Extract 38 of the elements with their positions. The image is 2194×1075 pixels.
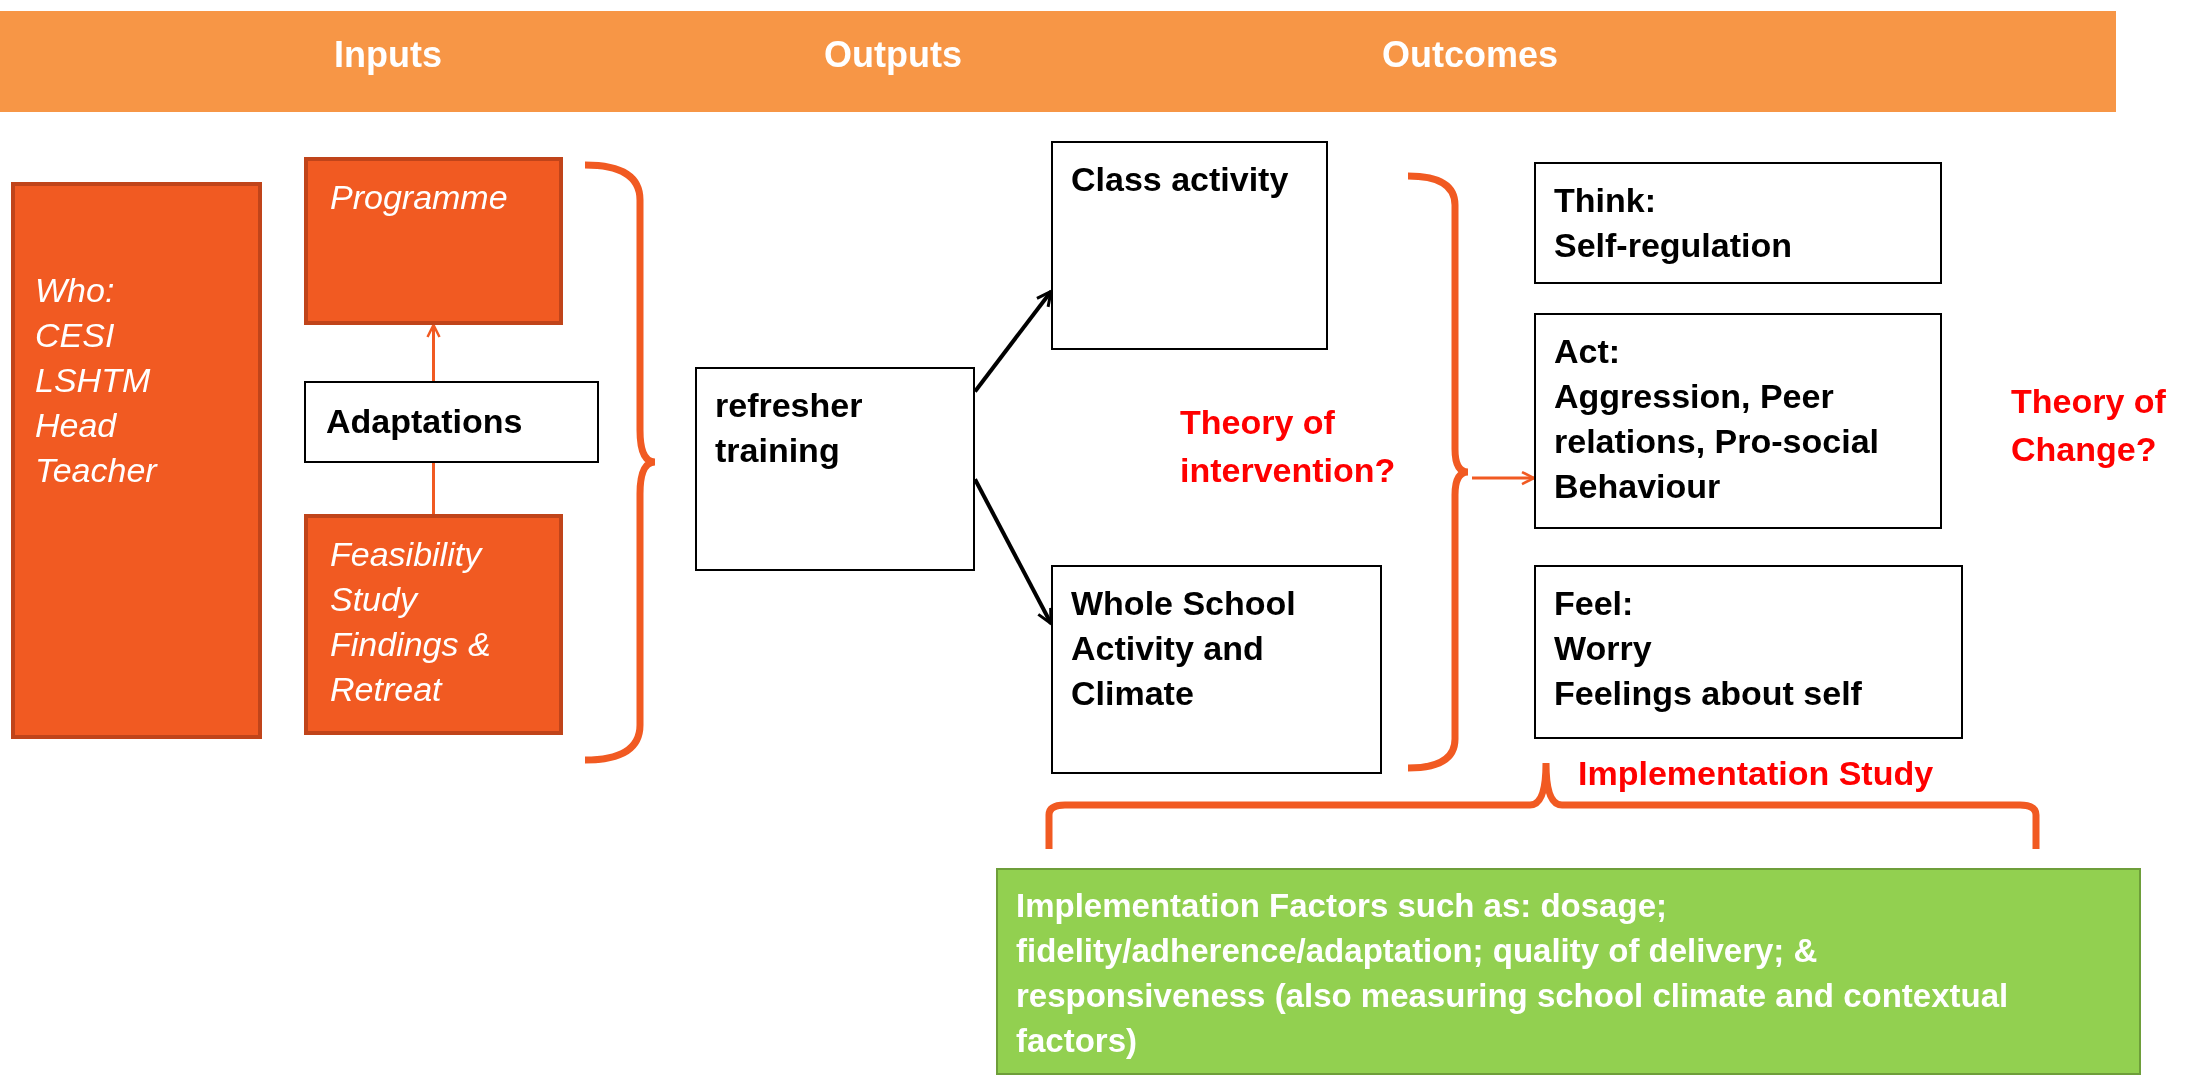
box-text: Self-regulation	[1554, 224, 1794, 266]
factors-box	[996, 868, 2141, 1075]
process-box	[695, 367, 975, 571]
box-text: Worry	[1554, 627, 1653, 669]
box-heading: Think:	[1554, 180, 1657, 221]
header-band	[0, 11, 2116, 112]
input-box	[11, 182, 262, 739]
box-heading: Act:	[1554, 331, 1622, 372]
box-heading: Who:	[35, 270, 116, 311]
box-text: CESI	[35, 314, 116, 356]
process-box	[1534, 313, 1942, 529]
box-text: Feasibility Study Findings & Retreat	[330, 534, 492, 710]
annotation-text: Implementation Study	[1578, 753, 1935, 794]
box-text: Whole School Activity and Climate	[1071, 583, 1297, 714]
annotation-text: Theory of intervention?	[1180, 402, 1397, 491]
process-box	[1051, 565, 1382, 774]
column-heading: Outputs	[824, 33, 962, 77]
input-box	[304, 514, 563, 735]
arrow	[1472, 470, 1536, 486]
process-box	[1534, 162, 1942, 284]
box-text: Aggression, Peer relations, Pro-social Behaviour	[1554, 375, 1880, 507]
box-heading: Feel:	[1554, 583, 1635, 624]
box-text: Programme	[330, 177, 509, 218]
box-text: Adaptations	[326, 401, 524, 442]
column-heading: Inputs	[334, 33, 442, 77]
input-box	[304, 157, 563, 325]
process-box	[304, 381, 599, 463]
box-text: Feelings about self	[1554, 672, 1863, 714]
column-heading: Outcomes	[1382, 33, 1558, 77]
box-text: LSHTM	[35, 359, 152, 401]
arrow	[426, 323, 441, 381]
process-box	[1051, 141, 1328, 350]
annotation-text: Theory of Change?	[2011, 381, 2167, 470]
box-text: refresher training	[715, 385, 864, 471]
process-box	[1534, 565, 1963, 739]
box-text: Head Teacher	[35, 404, 159, 491]
box-text: Class activity	[1071, 159, 1290, 200]
box-text: Implementation Factors such as: dosage; fidelity/adherence/adaptation; quality of delivery; & responsiveness (also measuring school climate and contextual factors)	[1016, 886, 2010, 1061]
